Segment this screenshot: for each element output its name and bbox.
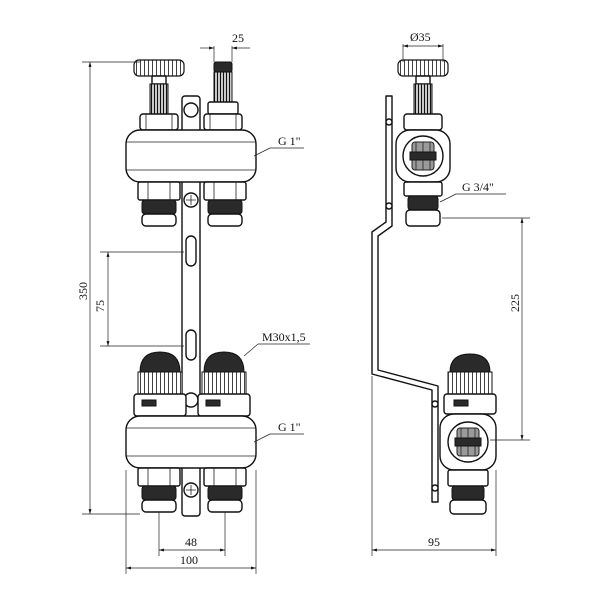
top-manifold-body xyxy=(125,129,257,183)
dim-overall-width: 100 xyxy=(180,553,198,567)
side-dimensions: Ø35 G 3/4" 225 95 xyxy=(371,30,530,556)
bottom-manifold xyxy=(125,351,257,513)
bottom-outlets xyxy=(137,467,247,513)
bottom-manifold-body xyxy=(125,415,257,469)
drain-valve xyxy=(203,61,243,131)
dim-side-height: 225 xyxy=(508,294,522,312)
thermostatic-valve-right xyxy=(197,351,251,417)
label-valve-thread: M30x1,5 xyxy=(262,330,306,344)
front-dimensions: 25 350 75 48 100 G 1" xyxy=(76,31,310,574)
side-bottom-unit xyxy=(439,353,497,515)
dim-total-height: 350 xyxy=(76,282,90,300)
dim-diameter: Ø35 xyxy=(410,30,431,44)
side-bracket xyxy=(371,95,439,503)
top-manifold xyxy=(125,59,257,227)
top-outlets xyxy=(137,181,247,227)
air-vent-knob xyxy=(133,59,185,131)
front-view: 25 350 75 48 100 G 1" xyxy=(76,31,310,574)
dim-side-depth: 95 xyxy=(428,535,440,549)
dim-port-spacing: 75 xyxy=(93,300,107,312)
side-top-unit xyxy=(395,59,451,227)
dim-top-width: 25 xyxy=(232,31,244,45)
side-view: Ø35 G 3/4" 225 95 xyxy=(371,30,530,556)
dim-bottom-width: 48 xyxy=(185,535,197,549)
label-thread-top: G 1" xyxy=(278,134,301,148)
label-thread-side: G 3/4" xyxy=(462,180,494,194)
label-thread-bottom: G 1" xyxy=(278,420,301,434)
thermostatic-valve-left xyxy=(133,351,187,417)
